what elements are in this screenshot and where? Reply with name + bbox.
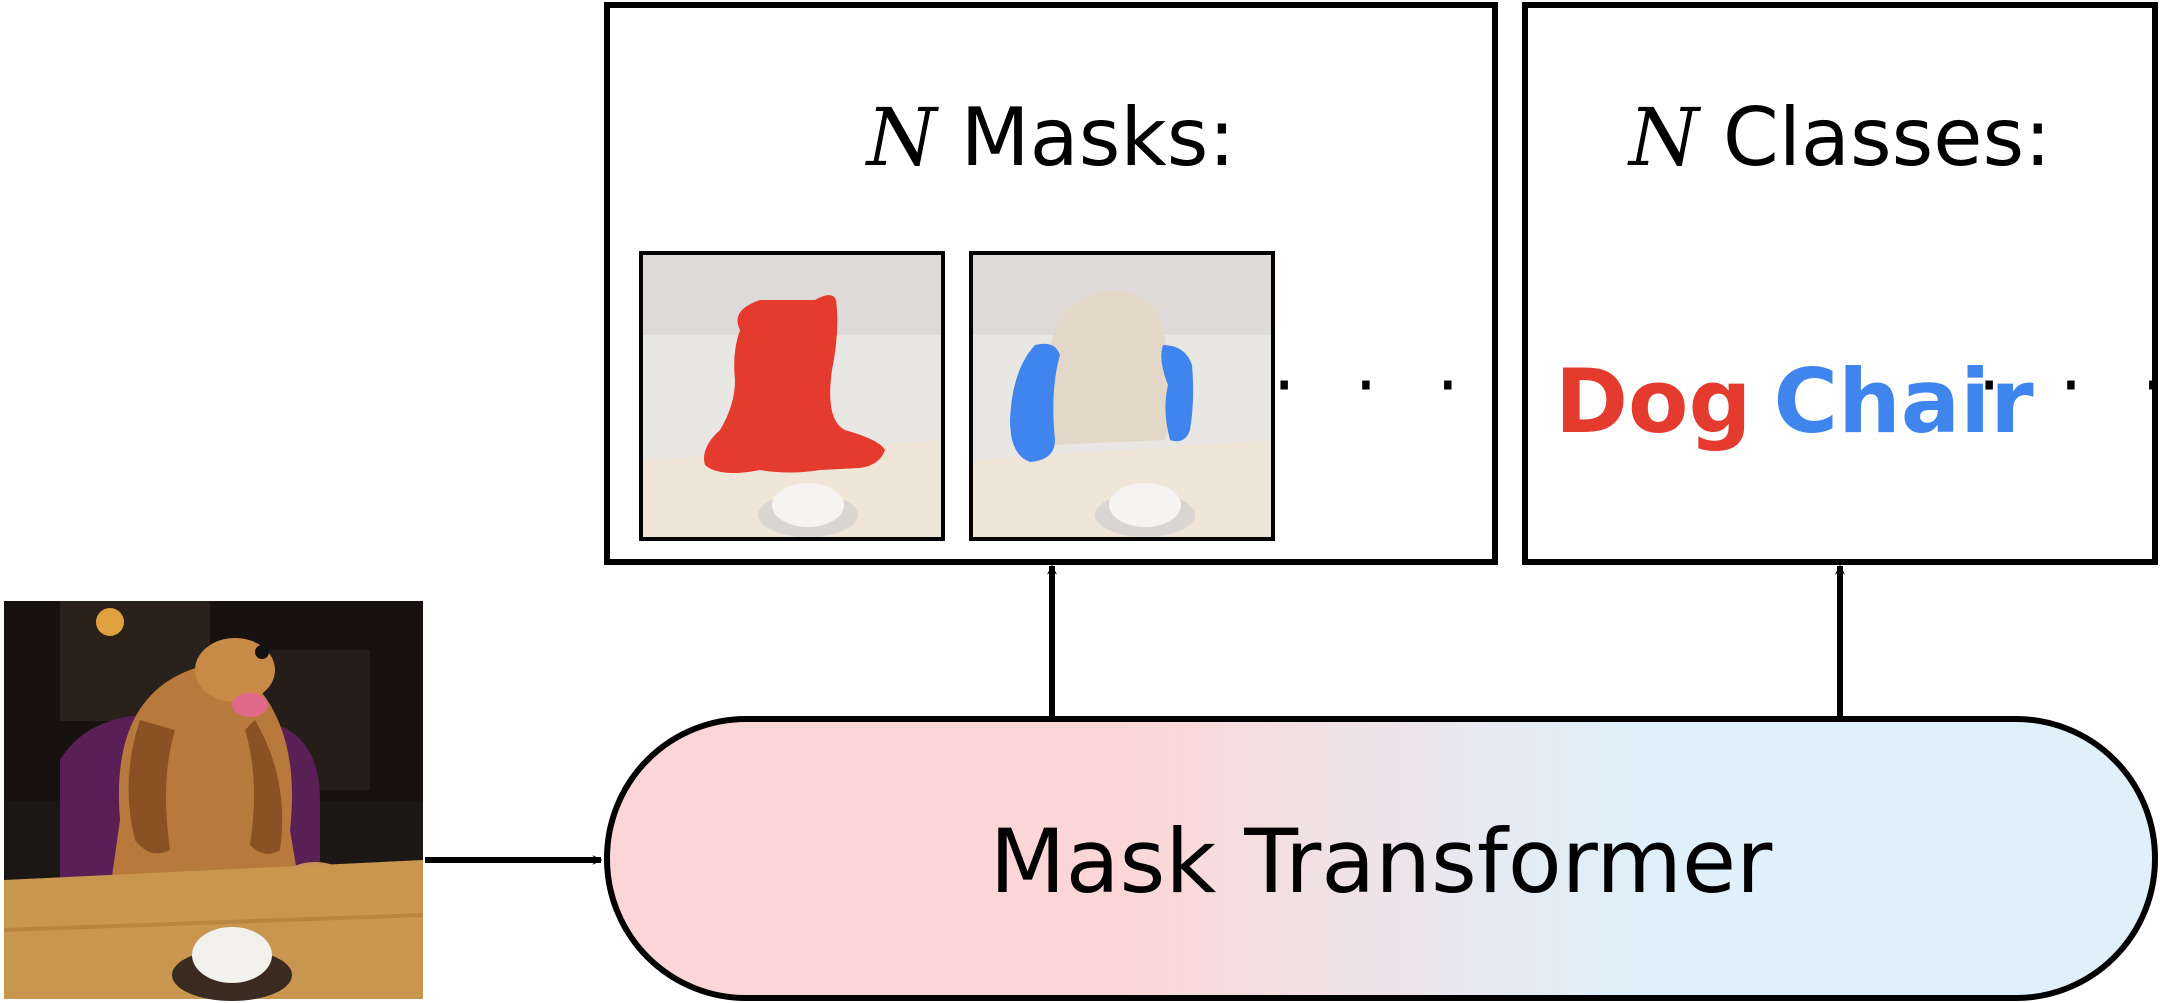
class-chair-label: Chair: [1774, 350, 2035, 453]
mask-thumbnail-chair: [969, 251, 1275, 541]
mask-thumbnail-dog: [639, 251, 945, 541]
masks-ellipsis: · · ·: [1273, 343, 1477, 427]
class-dog-label: Dog: [1555, 350, 1752, 453]
mask-transformer-block: Mask Transformer: [604, 716, 2158, 1001]
mask-transformer-label: Mask Transformer: [990, 810, 1773, 913]
dog-mask-shape: [704, 295, 885, 474]
classes-ellipsis: · · ·: [1978, 343, 2160, 427]
chair-mask-left: [1010, 343, 1060, 462]
input-photo: [3, 601, 424, 1001]
chair-mask-right: [1161, 345, 1194, 442]
